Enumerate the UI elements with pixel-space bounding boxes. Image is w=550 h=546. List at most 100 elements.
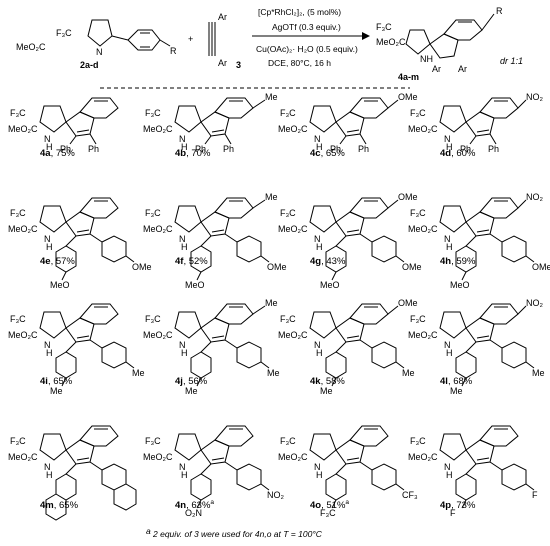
ester-label: MeO₂C (143, 124, 173, 134)
cf3-label: F₃C (10, 108, 26, 118)
plus-sign: + (188, 34, 193, 44)
product-id: 4e (40, 256, 51, 267)
cf3-label: F₃C (10, 314, 26, 324)
ester-label: MeO₂C (143, 224, 173, 234)
ester-label: MeO₂C (408, 224, 438, 234)
pyrrolidine-ring (439, 433, 467, 461)
cf3-label: F₃C (410, 436, 426, 446)
product-yield: , 65% (48, 376, 73, 387)
nh-h-label: H (446, 142, 453, 152)
nh-h-label: H (181, 348, 188, 358)
aryl-right-bond (224, 461, 238, 471)
indene-double-bond (476, 229, 490, 233)
aryl-right-ring (501, 235, 527, 263)
aryl-left-sub-bond (196, 377, 202, 387)
aryl-left-bond (65, 463, 77, 475)
nh-label: N (44, 340, 51, 350)
aryl-left-bond (465, 235, 477, 247)
indene-benzo-ring (79, 425, 119, 447)
aryl-right-substituent: F (532, 490, 538, 500)
aryl-left-substituent: Me (450, 386, 463, 396)
nh-label: N (444, 134, 451, 144)
indene-five-ring (465, 439, 495, 465)
aryl-left-substituent: F₃C (320, 508, 336, 518)
product-id: 4o (310, 500, 321, 511)
aryl-left-bond (335, 341, 347, 353)
cf3-label: F₃C (280, 314, 296, 324)
ester-label: MeO₂C (408, 330, 438, 340)
indene-five-ring (335, 111, 365, 137)
aryl-left-bond (469, 135, 477, 145)
cf3-label: F₃C (410, 108, 426, 118)
nh-label: N (444, 234, 451, 244)
core-substituent-label: OMe (398, 92, 418, 102)
product-footnote-mark: a (210, 499, 214, 506)
aryl-right-label: Ph (88, 144, 99, 154)
nh-h-label: H (181, 470, 188, 480)
product-yield: , 73% (451, 500, 476, 511)
nh-h-label: H (446, 470, 453, 480)
nh-label: N (44, 462, 51, 472)
product-caption: 4f, 52% (175, 256, 208, 267)
core-substituent-label: NO₂ (526, 298, 544, 308)
naphthyl-left-second-ring (45, 493, 67, 521)
core-no2-bond (517, 199, 527, 209)
aryl-right-sub-bond (525, 361, 535, 369)
sm-cf3-label: F₃C (56, 28, 72, 38)
indene-benzo-ring (79, 97, 119, 119)
product-yield: , 43% (321, 256, 346, 267)
product-caption: 4c, 65% (310, 148, 345, 159)
product-yield: , 56% (183, 376, 208, 387)
core-me-bond (252, 305, 266, 315)
reaction-arrow: [Cp*RhCl₂]₂, (5 mol%) AgOTf (0.3 equiv.)… (252, 7, 370, 68)
ester-label: MeO₂C (143, 452, 173, 462)
ester-label: MeO₂C (278, 452, 308, 462)
pyrrolidine-ring (439, 205, 467, 233)
indene-five-ring (200, 211, 230, 237)
aryl-left-substituent: F (450, 508, 456, 518)
nh-h-label: H (316, 142, 323, 152)
aryl-left-sub-bond (331, 499, 337, 509)
prod-r-label: R (496, 6, 503, 16)
prod-ester-label: MeO₂C (376, 37, 406, 47)
product-id: 4h (440, 256, 451, 267)
ester-label: MeO₂C (278, 124, 308, 134)
aryl-left-bond (200, 341, 212, 353)
aryl-right-ring (101, 235, 127, 263)
aryl-right-sub-bond (525, 483, 535, 491)
nh-h-label: H (316, 348, 323, 358)
cf3-label: F₃C (10, 436, 26, 446)
indene-double-bond (76, 335, 90, 339)
aryl-right-bond (489, 339, 503, 349)
aryl-left-sub-bond (461, 377, 467, 387)
aryl-left-label: Ph (60, 144, 71, 154)
cf3-label: F₃C (410, 314, 426, 324)
core-no2-bond (517, 305, 527, 315)
product-id: 4g (310, 256, 321, 267)
nh-label: N (179, 340, 186, 350)
aryl-right-substituent: Me (132, 368, 145, 378)
pyrrolidine-ring (39, 311, 67, 339)
pyrrolidine-ring (309, 311, 337, 339)
aryl-left-ring (325, 351, 347, 379)
ester-label: MeO₂C (278, 330, 308, 340)
product-caption: 4p, 73% (440, 500, 476, 511)
aryl-left-ring (55, 351, 77, 379)
aryl-left-label: Ph (460, 144, 471, 154)
prod-cf3-label: F₃C (376, 22, 392, 32)
aryl-right-substituent: OMe (132, 262, 152, 272)
core-substituent-label: OMe (398, 298, 418, 308)
aryl-left-sub-bond (461, 271, 467, 281)
product-caption: 4h, 59% (440, 256, 476, 267)
aryl-left-substituent: O₂N (185, 508, 202, 518)
aryl-left-label: Ph (195, 144, 206, 154)
core-substituent-label: Me (265, 192, 278, 202)
nh-h-label: H (446, 348, 453, 358)
indene-benzo-ring (79, 303, 119, 325)
